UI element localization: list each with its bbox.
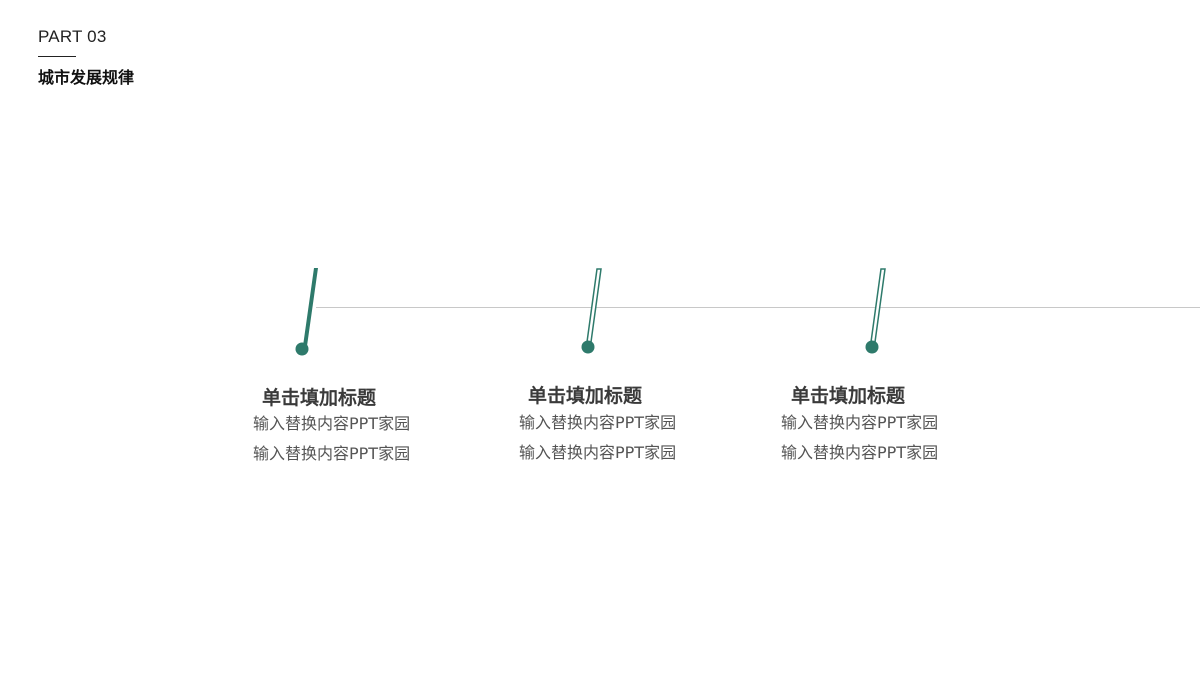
pin-marker-icon — [865, 268, 886, 354]
timeline-item-text[interactable]: 输入替换内容PPT家园 — [253, 414, 411, 433]
section-title: 城市发展规律 — [38, 68, 135, 87]
timeline-item-text[interactable]: 输入替换内容PPT家园 — [253, 444, 411, 463]
timeline-item-text[interactable]: 输入替换内容PPT家园 — [781, 443, 939, 462]
timeline-item-text[interactable]: 输入替换内容PPT家园 — [519, 413, 677, 432]
part-divider — [38, 56, 76, 57]
pin-marker-icon — [295, 268, 318, 356]
timeline-item-text[interactable]: 输入替换内容PPT家园 — [781, 413, 939, 432]
timeline-item-title[interactable]: 单击填加标题 — [791, 385, 906, 407]
pin-marker-icon — [581, 268, 602, 354]
part-label: PART 03 — [38, 27, 107, 46]
timeline-axis — [316, 307, 1200, 308]
timeline-item-title[interactable]: 单击填加标题 — [262, 387, 377, 409]
timeline-item-text[interactable]: 输入替换内容PPT家园 — [519, 443, 677, 462]
timeline-item-title[interactable]: 单击填加标题 — [528, 385, 643, 407]
